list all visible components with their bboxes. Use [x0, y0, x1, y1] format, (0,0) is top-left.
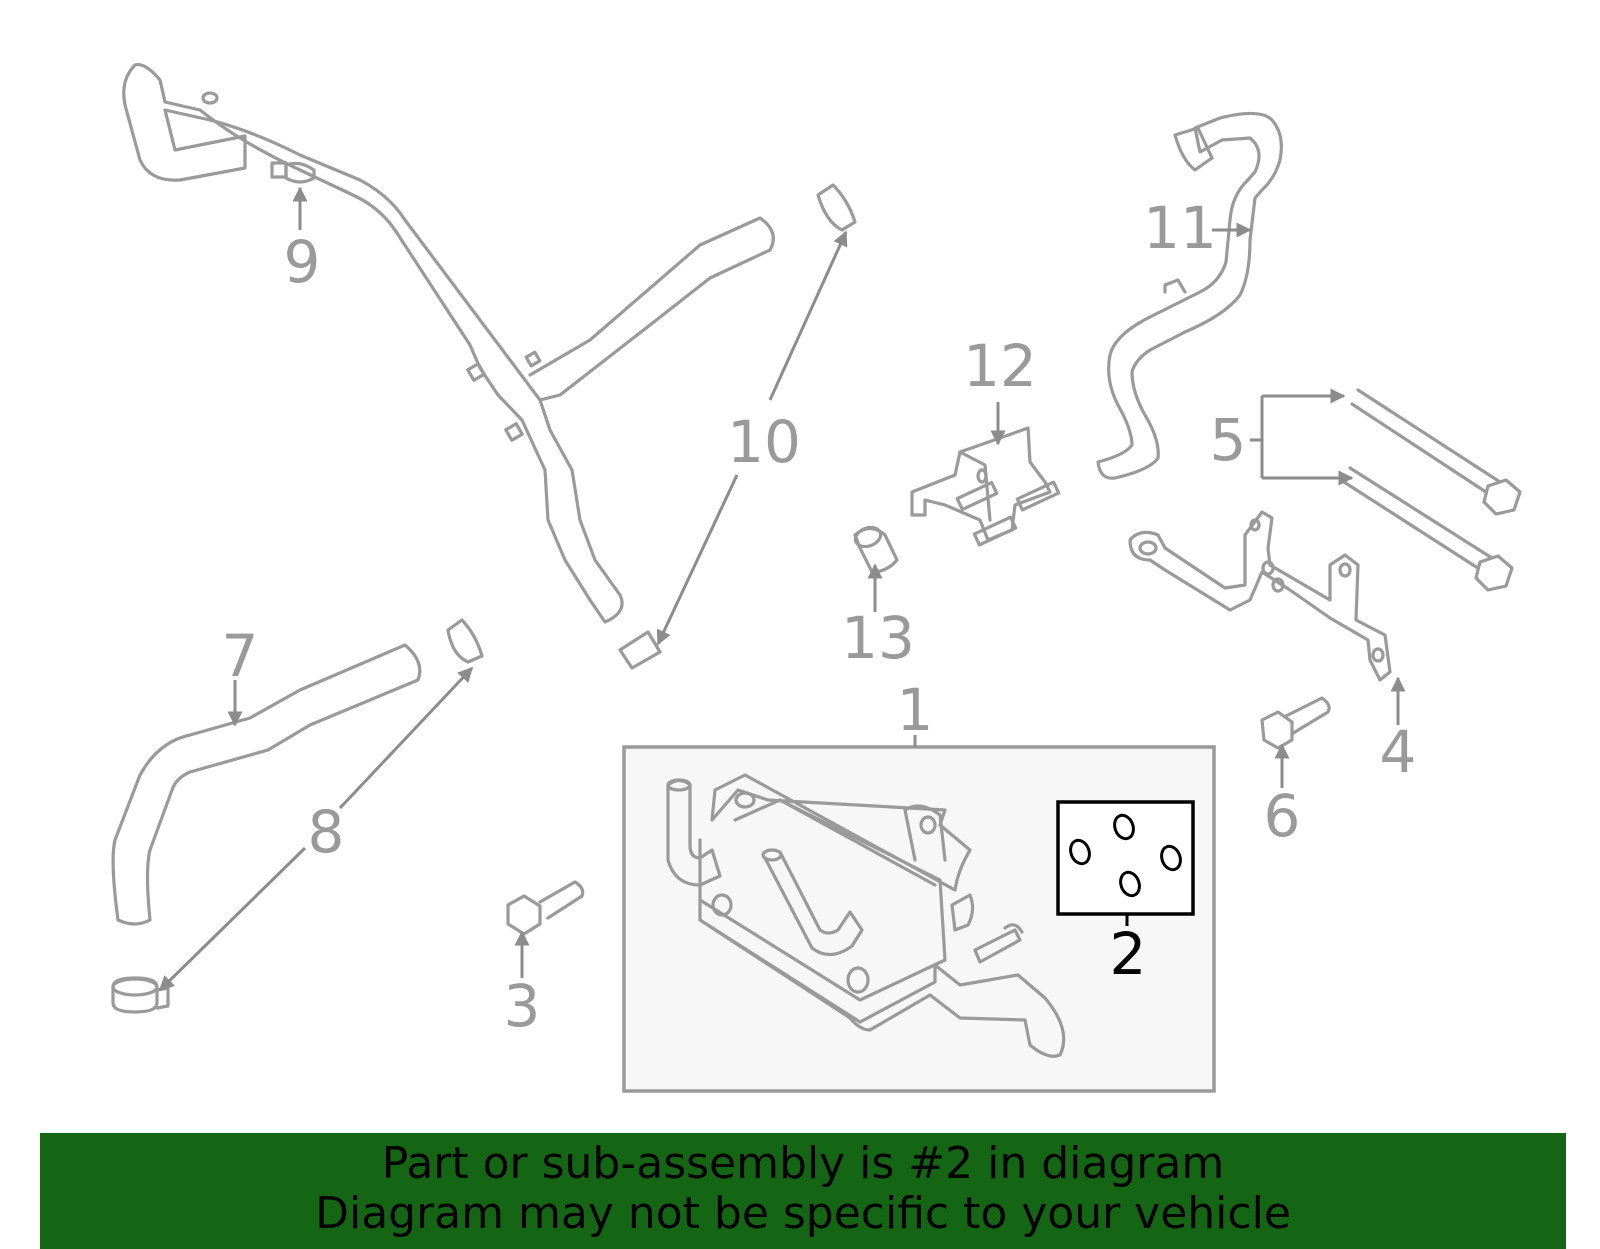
- part-3-bolt[interactable]: [506, 880, 585, 936]
- part-7-lower-hose[interactable]: [111, 643, 422, 926]
- part-2-seals[interactable]: [1056, 800, 1195, 916]
- callout-8[interactable]: 8: [308, 798, 345, 866]
- callout-9[interactable]: 9: [284, 228, 321, 296]
- part-13-bushing[interactable]: [853, 524, 899, 574]
- callout-11[interactable]: 11: [1143, 194, 1217, 262]
- callout-2[interactable]: 2: [1110, 920, 1147, 988]
- part-10-clamps[interactable]: [618, 183, 857, 670]
- callout-3[interactable]: 3: [504, 972, 541, 1040]
- part-4-bracket[interactable]: [1128, 510, 1392, 682]
- callout-6[interactable]: 6: [1264, 782, 1301, 850]
- part-8-clamps[interactable]: [111, 618, 484, 1014]
- callouts: 9 10 7 8 11 12 13 5 4 6 3 1 2: [222, 194, 1417, 1040]
- callout-13[interactable]: 13: [841, 604, 915, 672]
- info-banner: Part or sub-assembly is #2 in diagram Di…: [40, 1133, 1566, 1249]
- leader-8a: [338, 666, 474, 810]
- leader-10b: [656, 474, 739, 646]
- callout-5[interactable]: 5: [1210, 406, 1247, 474]
- callout-12[interactable]: 12: [963, 332, 1037, 400]
- banner-line-1: Part or sub-assembly is #2 in diagram: [381, 1138, 1225, 1189]
- leader-10a: [768, 230, 848, 401]
- leader-lines: [158, 186, 1406, 992]
- part-12-valve[interactable]: [910, 426, 1061, 547]
- part-11-hose[interactable]: [1096, 111, 1283, 480]
- callout-7[interactable]: 7: [222, 622, 259, 690]
- banner-line-2: Diagram may not be specific to your vehi…: [315, 1188, 1291, 1239]
- part-9-upper-hose[interactable]: [122, 62, 775, 624]
- callout-4[interactable]: 4: [1380, 718, 1417, 786]
- part-6-bolt[interactable]: [1260, 696, 1331, 750]
- callout-1[interactable]: 1: [897, 676, 934, 744]
- leader-5-bracket: [1250, 394, 1348, 480]
- part-5-bolts[interactable]: [1342, 388, 1522, 592]
- leader-8b: [158, 846, 307, 992]
- callout-10[interactable]: 10: [727, 408, 801, 476]
